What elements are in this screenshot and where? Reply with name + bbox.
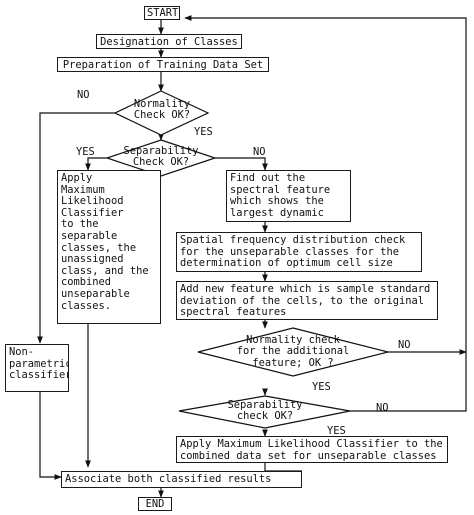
arrow-separability-no	[215, 157, 268, 171]
normality-additional-text: Normality check for the additional featu…	[236, 334, 350, 369]
separability-check-text: Separability Check OK?	[123, 145, 199, 169]
arrow-nonparam-to-associate	[39, 392, 62, 480]
normality2-no-label: NO	[398, 339, 411, 351]
separability-yes-label: YES	[76, 146, 95, 158]
separability-no-label: NO	[253, 146, 266, 158]
arrow-separability-yes	[85, 157, 107, 171]
line-combined-to-associate	[264, 462, 302, 472]
normality-yes-label: YES	[194, 126, 213, 138]
separability2-decision-shape	[178, 395, 351, 429]
normality-decision-shape	[113, 90, 210, 136]
designation-box: Designation of Classes	[96, 34, 242, 49]
start-terminal: START	[144, 6, 180, 20]
separability-check2-text: Separability check OK?	[227, 399, 303, 423]
apply-ml-box: Apply Maximum Likelihood Classifier to t…	[57, 170, 161, 324]
separability2-yes-label: YES	[327, 425, 346, 437]
arrow-separability2-no-loop	[184, 15, 467, 412]
normality-additional-decision-shape	[197, 327, 389, 377]
associate-box: Associate both classified results	[61, 471, 302, 488]
normality-no-label: NO	[77, 89, 90, 101]
spatial-frequency-box: Spatial frequency distribution check for…	[176, 232, 422, 272]
nonparametric-box: Non- parametric classifier	[5, 344, 69, 392]
normality2-yes-label: YES	[312, 381, 331, 393]
preparation-box: Preparation of Training Data Set	[57, 57, 269, 72]
end-terminal: END	[138, 497, 172, 511]
arrow-normality-no	[37, 112, 115, 344]
separability2-no-label: NO	[376, 402, 389, 414]
apply-ml-combined-box: Apply Maximum Likelihood Classifier to t…	[176, 436, 448, 463]
normality-check-text: Normality Check OK?	[133, 98, 191, 122]
separability-decision-shape	[105, 139, 217, 177]
add-feature-box: Add new feature which is sample standard…	[176, 281, 438, 320]
find-feature-box: Find out the spectral feature which show…	[226, 170, 351, 222]
